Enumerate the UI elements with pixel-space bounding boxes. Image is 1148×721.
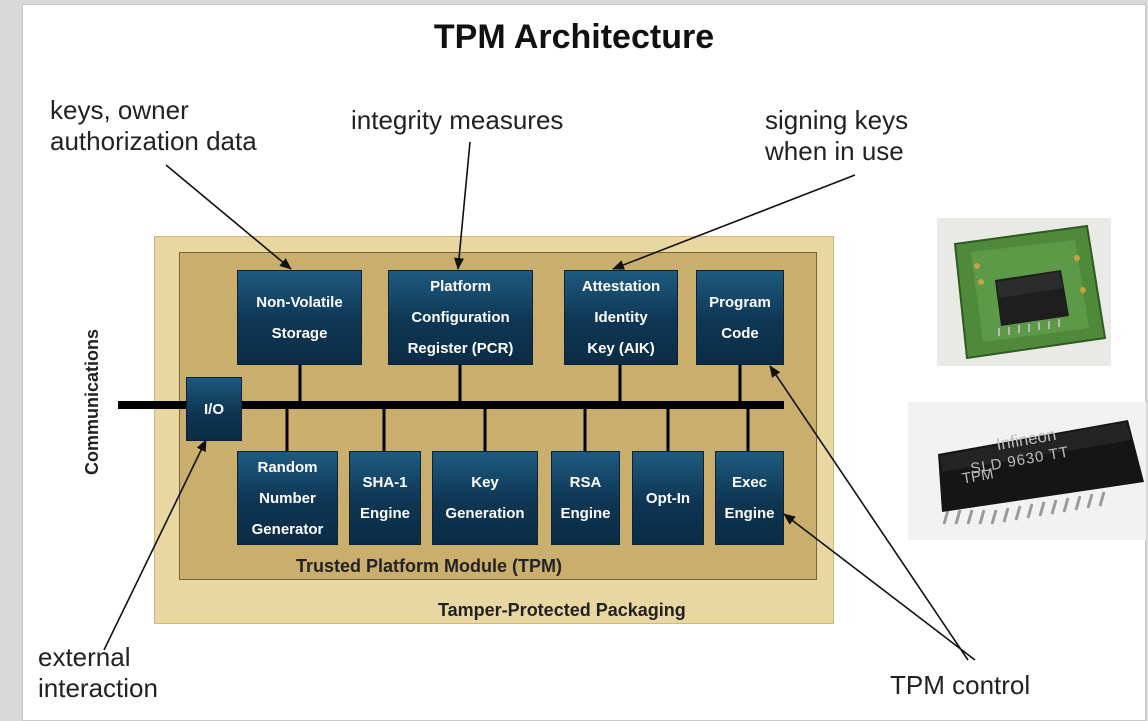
arrow-external <box>103 439 207 651</box>
module-program-code: Program Code <box>696 270 784 365</box>
module-non-volatile-storage: Non-Volatile Storage <box>237 270 362 365</box>
page-title: TPM Architecture <box>433 18 715 56</box>
arrow-integrity <box>454 141 471 270</box>
arrow-control-exec <box>783 513 976 661</box>
tpm-board-photo <box>937 218 1111 366</box>
module-pcr: Platform Configuration Register (PCR) <box>388 270 533 365</box>
module-exec-engine: Exec Engine <box>715 451 784 545</box>
module-opt-in: Opt-In <box>632 451 704 545</box>
module-io: I/O <box>186 377 242 441</box>
module-random-number-generator: Random Number Generator <box>237 451 338 545</box>
infineon-chip-photo: Infineon SLD 9630 TT TPM <box>908 402 1146 540</box>
note-integrity: integrity measures <box>351 105 564 135</box>
module-key-generation: Key Generation <box>432 451 538 545</box>
arrow-control-program <box>769 365 969 661</box>
tpm-board-image <box>953 224 1107 360</box>
note-keys: keys, owner authorization data <box>50 95 257 156</box>
note-tpm-control: TPM control <box>890 670 1031 700</box>
note-signing: signing keys when in use <box>765 105 909 166</box>
arrow-signing <box>612 174 856 270</box>
module-aik: Attestation Identity Key (AIK) <box>564 270 678 365</box>
infineon-chip-image <box>938 420 1144 525</box>
arrow-keys <box>165 164 292 270</box>
module-sha1-engine: SHA-1 Engine <box>349 451 421 545</box>
packaging-label: Tamper-Protected Packaging <box>438 600 686 620</box>
note-external: external interaction <box>38 642 158 703</box>
module-rsa-engine: RSA Engine <box>551 451 620 545</box>
tpm-label: Trusted Platform Module (TPM) <box>296 556 563 576</box>
